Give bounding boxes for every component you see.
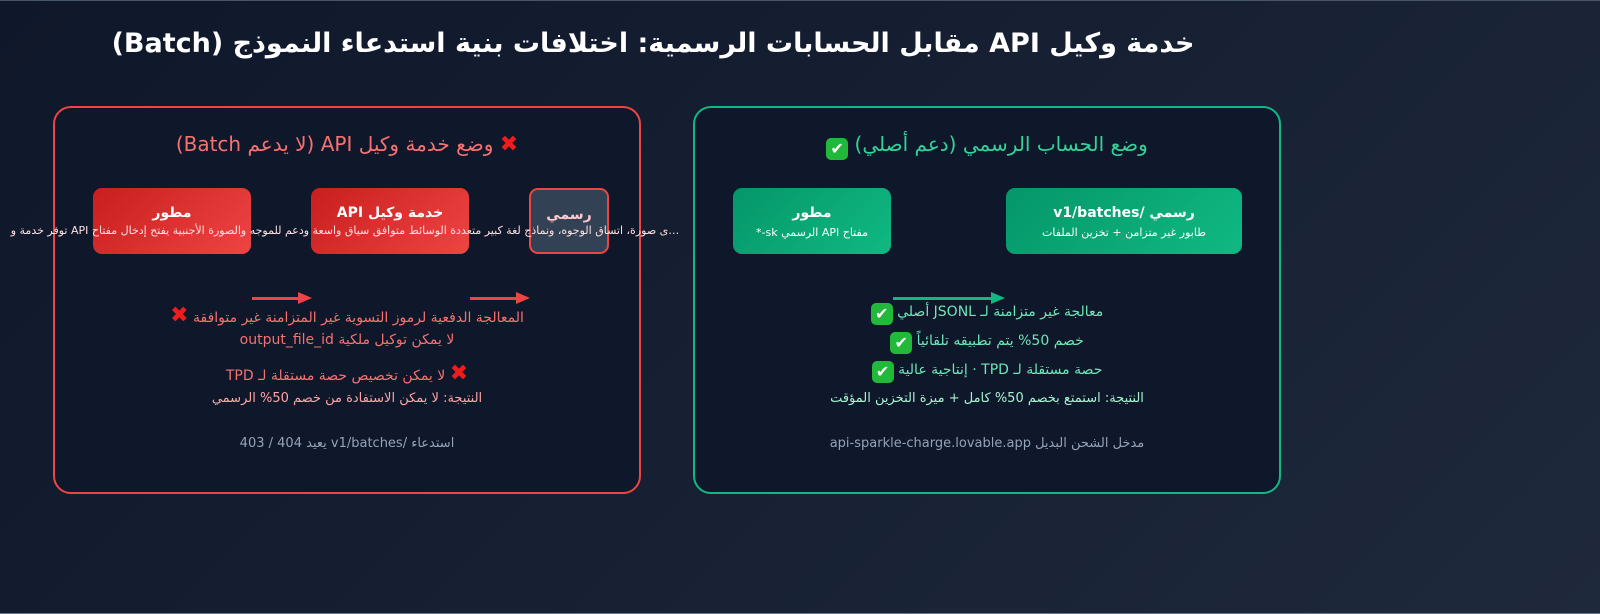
official-panel-title-text: وضع الحساب الرسمي (دعم أصلي) — [854, 132, 1148, 156]
point-discount-auto: خصم 50% يتم تطبيقه تلقائياً ✔ — [695, 332, 1279, 354]
check-mark-icon: ✔ — [890, 332, 913, 354]
node-subtitles-overflow: …ى صورة، اتساق الوجوه، ونماذج لغة كبير م… — [10, 224, 680, 237]
check-mark-icon: ✔ — [871, 361, 894, 383]
proxy-footer-note: استدعاء /v1/batches يعيد 404 / 403 — [239, 436, 455, 451]
check-mark-icon: ✔ — [870, 303, 893, 325]
proxy-result: النتيجة: لا يمكن الاستفادة من خصم 50% ال… — [211, 391, 483, 406]
point-output-file-id: output_file_id لا يمكن توكيل ملكية — [239, 332, 455, 348]
page-title: (Batch) مقابل الحسابات الرسمية: اختلافات… — [111, 28, 1195, 59]
node-official-batches: رسمي /v1/batches طابور غير متزامن + تخزي… — [1006, 188, 1242, 254]
arrow-right-icon — [470, 292, 530, 304]
node-proxy-api-title: API خدمة وكيل — [336, 205, 444, 221]
point-tpd-quota: TPD لا يمكن تخصيص حصة مستقلة لـ ✖ — [225, 361, 469, 386]
cross-mark-icon: ✖ — [499, 132, 519, 157]
node-official-title: رسمي — [546, 207, 592, 223]
official-result: النتيجة: استمتع بخصم 50% كامل + ميزة الت… — [830, 391, 1144, 406]
point-tpd-independent: حصة مستقلة لـ TPD · إنتاجية عالية ✔ — [695, 361, 1279, 383]
node-developer-official: مطور مفتاح API الرسمي sk-* — [733, 188, 891, 254]
cross-mark-icon: ✖ — [449, 361, 469, 386]
arrow-right-icon — [252, 292, 312, 304]
arrow-right-icon — [893, 292, 1005, 304]
node-official: رسمي — [529, 188, 609, 254]
official-account-panel: وضع الحساب الرسمي (دعم أصلي) ✔ مطور مفتا… — [693, 106, 1281, 494]
official-footer-note: مدخل الشحن البديل api-sparkle-charge.lov… — [829, 436, 1145, 451]
proxy-panel-title-text: (Batch لا يدعم) API وضع خدمة وكيل — [175, 132, 494, 156]
point-batch-incompatible: المعالجة الدفعية لرموز التسوية غير المتز… — [170, 303, 524, 328]
proxy-service-panel: (Batch لا يدعم) API وضع خدمة وكيل ✖ مطور… — [11, 106, 679, 494]
point-native-jsonl: معالجة غير متزامنة لـ JSONL أصلي ✔ — [695, 303, 1279, 325]
check-mark-icon: ✔ — [826, 138, 849, 160]
proxy-panel-title: (Batch لا يدعم) API وضع خدمة وكيل ✖ — [55, 132, 639, 157]
node-developer-title: مطور — [152, 205, 192, 221]
official-panel-title: وضع الحساب الرسمي (دعم أصلي) ✔ — [695, 132, 1279, 160]
cross-mark-icon: ✖ — [170, 303, 189, 328]
top-border — [0, 0, 1600, 1]
node-developer: مطور — [93, 188, 251, 254]
node-proxy-api: API خدمة وكيل — [311, 188, 469, 254]
